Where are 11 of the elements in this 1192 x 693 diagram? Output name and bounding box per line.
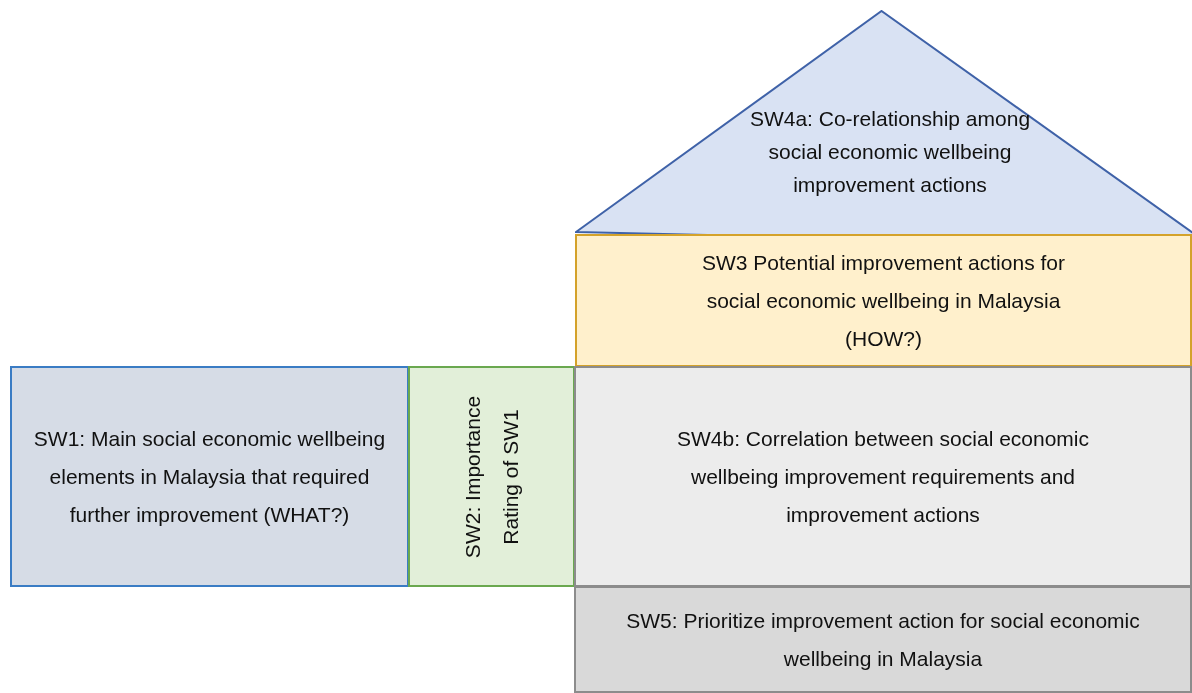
section-box <box>574 366 1192 587</box>
section-box <box>574 586 1192 693</box>
section-box <box>575 234 1192 367</box>
section-box <box>10 366 409 587</box>
section-text: SW3 Potential improvement actions for social economic wellbeing in Malaysia (HOW?) <box>701 249 1066 352</box>
section-box <box>408 366 575 587</box>
section-text: SW2: Importance Rating of SW1 <box>459 394 523 560</box>
section-text: SW4a: Co-relationship among social economic wellbeing improvement actions <box>748 106 1032 198</box>
section-text: SW5: Prioritize improvement action for social economic wellbeing in Malaysia <box>625 607 1141 672</box>
section-text: SW4b: Correlation between social economic wellbeing improvement requirements and improvement actions <box>675 425 1090 528</box>
section-text: SW1: Main social economic wellbeing elements in Malaysia that required further improvement (WHAT?) <box>32 425 387 528</box>
